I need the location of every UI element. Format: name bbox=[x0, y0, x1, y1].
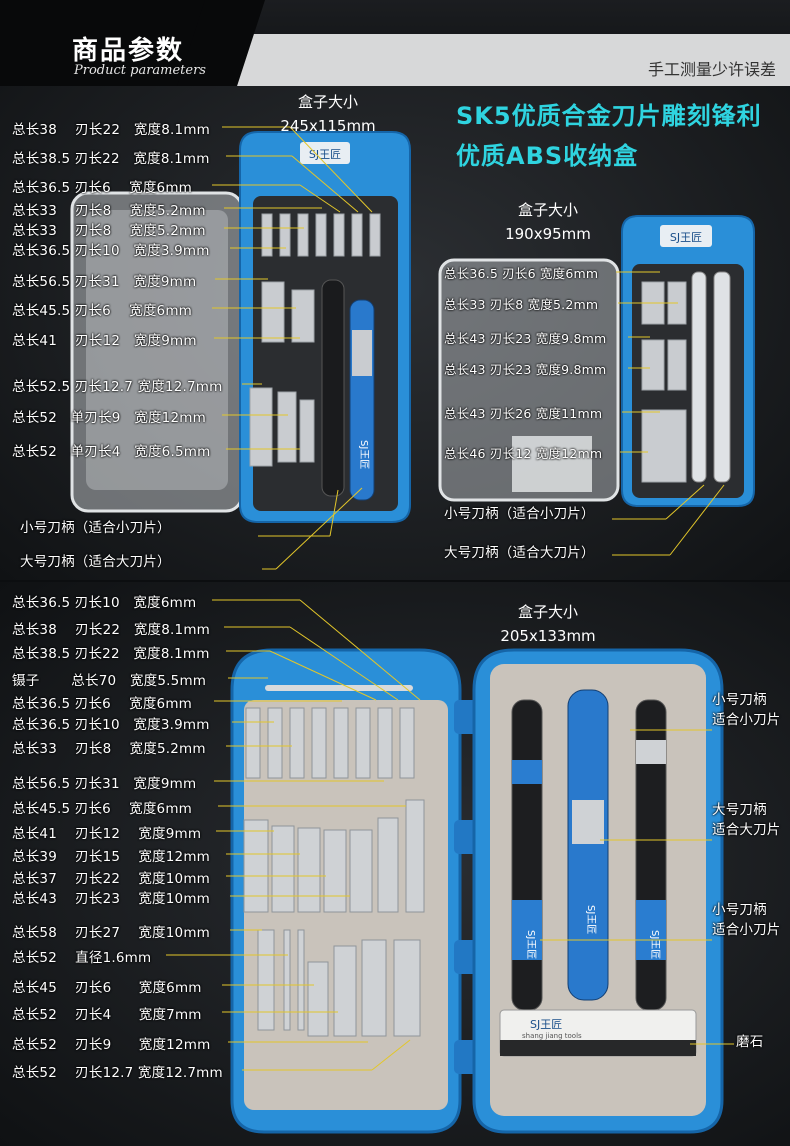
top-box-size-label: 盒子大小 bbox=[297, 93, 358, 111]
bottom-spec-19: 总长52 刃长12.7 宽度12.7mm bbox=[12, 1065, 223, 1081]
header-bar: 商品参数 Product parameters 手工测量少许误差 bbox=[0, 0, 790, 86]
top-spec-9: 总长41 刃长12 宽度9mm bbox=[12, 333, 197, 349]
top-spec-5: 总长33 刃长8 宽度5.2mm bbox=[12, 223, 206, 239]
mid-spec-6: 总长46 刃长12 宽度12mm bbox=[444, 446, 603, 461]
bottom-spec-18: 总长52 刃长9 宽度12mm bbox=[12, 1037, 211, 1053]
bottom-spec-15: 总长52 直径1.6mm bbox=[12, 950, 152, 966]
bottom-spec-5: 总长36.5 刃长6 宽度6mm bbox=[12, 696, 193, 712]
bottom-box-size: 盒子大小 205x133mm bbox=[488, 600, 608, 648]
header-note-strip bbox=[230, 34, 790, 86]
page-title: 商品参数 bbox=[72, 36, 185, 66]
mid-spec-3: 总长43 刃长23 宽度9.8mm bbox=[444, 331, 607, 346]
top-handle-small: 小号刀柄（适合小刀片） bbox=[20, 520, 171, 536]
top-spec-3: 总长36.5 刃长6 宽度6mm bbox=[12, 180, 193, 196]
page-subtitle: Product parameters bbox=[74, 63, 206, 78]
bottom-right-label-2: 大号刀柄 适合大刀片 bbox=[712, 802, 781, 838]
mid-spec-2: 总长33 刃长8 宽度5.2mm bbox=[444, 297, 599, 312]
bottom-spec-10: 总长41 刃长12 宽度9mm bbox=[12, 826, 202, 842]
bottom-spec-13: 总长43 刃长23 宽度10mm bbox=[12, 891, 211, 907]
bottom-box-size-label: 盒子大小 bbox=[517, 603, 578, 621]
bottom-box-size-value: 205x133mm bbox=[500, 627, 596, 645]
bottom-spec-4: 镊子 总长70 宽度5.5mm bbox=[12, 673, 207, 689]
bottom-spec-8: 总长56.5 刃长31 宽度9mm bbox=[12, 776, 197, 792]
mid-handle-small: 小号刀柄（适合小刀片） bbox=[444, 506, 595, 522]
svg-text:shang jiang tools: shang jiang tools bbox=[522, 1032, 582, 1040]
svg-text:SJ王匠: SJ王匠 bbox=[530, 1018, 562, 1031]
top-spec-7: 总长56.5 刃长31 宽度9mm bbox=[12, 274, 197, 290]
bottom-spec-11: 总长39 刃长15 宽度12mm bbox=[12, 849, 211, 865]
bottom-spec-16: 总长45 刃长6 宽度6mm bbox=[12, 980, 202, 996]
bottom-spec-7: 总长33 刃长8 宽度5.2mm bbox=[12, 741, 206, 757]
mid-box-size-value: 190x95mm bbox=[505, 225, 591, 243]
mid-spec-5: 总长43 刃长26 宽度11mm bbox=[444, 406, 603, 421]
bottom-spec-3: 总长38.5 刃长22 宽度8.1mm bbox=[12, 646, 210, 662]
top-handle-large: 大号刀柄（适合大刀片） bbox=[20, 554, 171, 570]
bottom-right-label-4: 磨石 bbox=[736, 1034, 764, 1050]
bottom-right-label-1: 小号刀柄 适合小刀片 bbox=[712, 692, 781, 728]
promo-line-1: SK5优质合金刀片雕刻锋利 bbox=[456, 102, 762, 130]
svg-text:SJ王匠: SJ王匠 bbox=[585, 905, 597, 934]
svg-text:SJ王匠: SJ王匠 bbox=[670, 231, 702, 244]
top-box-size-value: 245x115mm bbox=[280, 117, 376, 135]
measurement-note: 手工测量少许误差 bbox=[647, 60, 776, 79]
svg-text:SJ王匠: SJ王匠 bbox=[358, 440, 370, 469]
top-spec-12: 总长52 单刃长4 宽度6.5mm bbox=[12, 444, 211, 460]
mid-box-size: 盒子大小 190x95mm bbox=[488, 198, 608, 246]
top-spec-6: 总长36.5 刃长10 宽度3.9mm bbox=[12, 243, 210, 259]
top-spec-11: 总长52 单刃长9 宽度12mm bbox=[12, 410, 206, 426]
bottom-spec-9: 总长45.5 刃长6 宽度6mm bbox=[12, 801, 193, 817]
top-spec-4: 总长33 刃长8 宽度5.2mm bbox=[12, 203, 206, 219]
mid-box-size-label: 盒子大小 bbox=[517, 201, 578, 219]
svg-text:SJ王匠: SJ王匠 bbox=[649, 930, 661, 959]
top-spec-8: 总长45.5 刃长6 宽度6mm bbox=[12, 303, 193, 319]
top-spec-2: 总长38.5 刃长22 宽度8.1mm bbox=[12, 151, 210, 167]
svg-text:SJ王匠: SJ王匠 bbox=[309, 148, 341, 161]
mid-handle-large: 大号刀柄（适合大刀片） bbox=[444, 545, 595, 561]
top-spec-1: 总长38 刃长22 宽度8.1mm bbox=[12, 122, 211, 138]
promo-line-2: 优质ABS收纳盒 bbox=[456, 142, 639, 170]
bottom-spec-6: 总长36.5 刃长10 宽度3.9mm bbox=[12, 717, 210, 733]
mid-spec-4: 总长43 刃长23 宽度9.8mm bbox=[444, 362, 607, 377]
mid-spec-1: 总长36.5 刃长6 宽度6mm bbox=[444, 266, 599, 281]
top-set-box-illustration: SJ王匠 SJ王匠 SJ王匠 bbox=[70, 126, 755, 570]
bottom-spec-1: 总长36.5 刃长10 宽度6mm bbox=[12, 595, 197, 611]
bottom-spec-14: 总长58 刃长27 宽度10mm bbox=[12, 925, 211, 941]
bottom-spec-12: 总长37 刃长22 宽度10mm bbox=[12, 871, 211, 887]
svg-text:SJ王匠: SJ王匠 bbox=[525, 930, 537, 959]
bottom-spec-17: 总长52 刃长4 宽度7mm bbox=[12, 1007, 202, 1023]
top-box-size: 盒子大小 245x115mm bbox=[268, 90, 388, 138]
bottom-right-label-3: 小号刀柄 适合小刀片 bbox=[712, 902, 781, 938]
top-spec-10: 总长52.5 刃长12.7 宽度12.7mm bbox=[12, 379, 223, 395]
bottom-spec-2: 总长38 刃长22 宽度8.1mm bbox=[12, 622, 211, 638]
